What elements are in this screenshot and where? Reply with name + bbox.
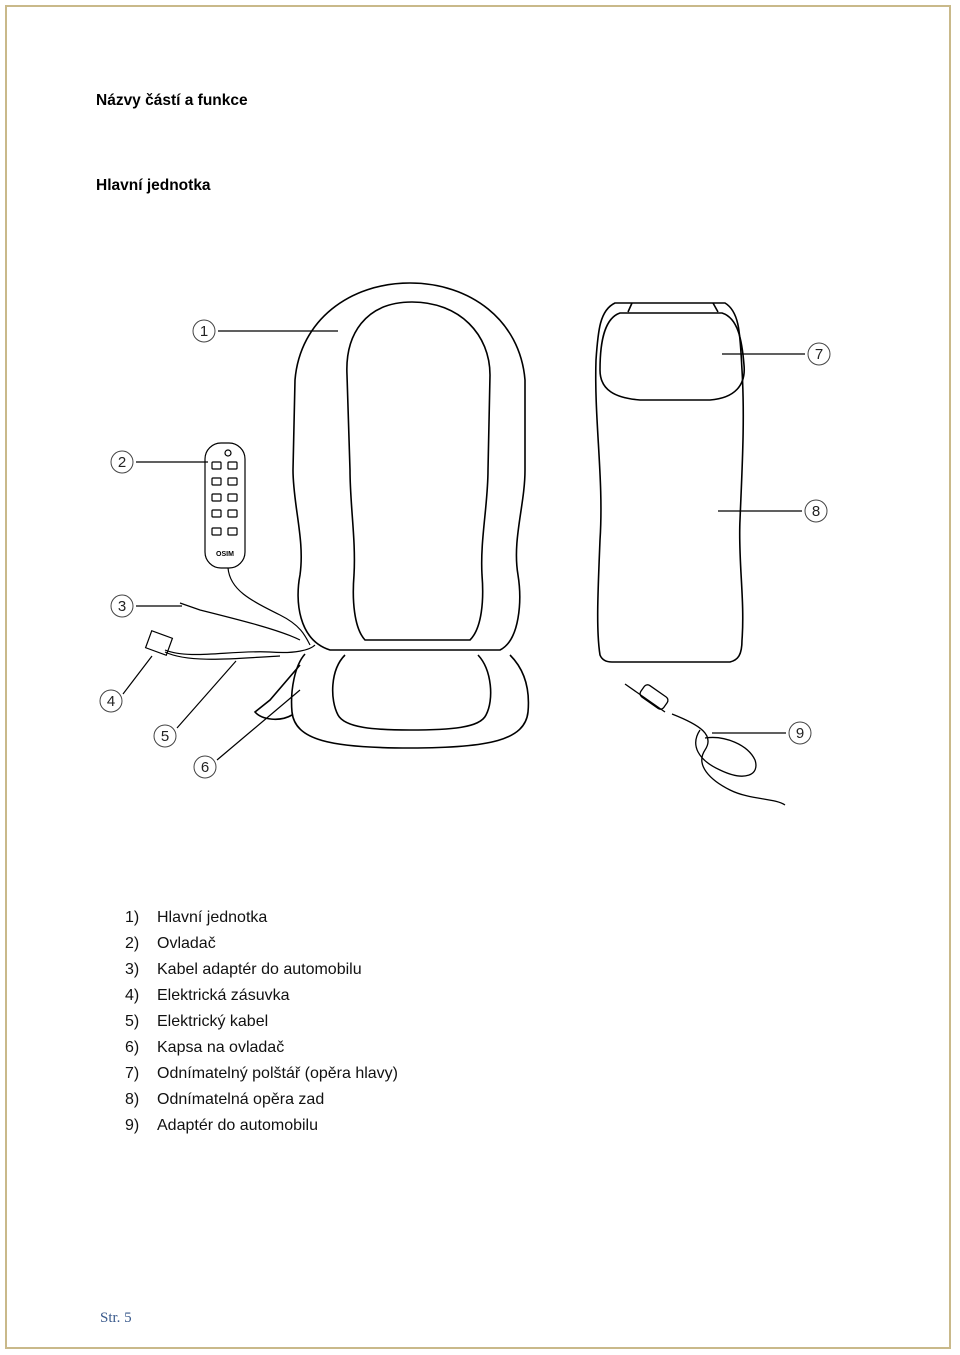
parts-list: 1)Hlavní jednotka 2)Ovladač 3)Kabel adap…	[125, 905, 398, 1139]
list-item: 7)Odnímatelný polštář (opěra hlavy)	[125, 1065, 398, 1082]
page-title: Názvy částí a funkce	[96, 92, 248, 109]
car-adapter-illustration	[624, 683, 786, 806]
remote-brand: OSIM	[216, 551, 234, 558]
callout-4: 4	[99, 655, 153, 713]
svg-text:6: 6	[201, 759, 209, 776]
list-item: 4)Elektrická zásuvka	[125, 987, 290, 1004]
svg-text:5: 5	[161, 728, 169, 745]
list-item: 3)Kabel adaptér do automobilu	[125, 961, 362, 978]
list-item: 5)Elektrický kabel	[125, 1013, 269, 1030]
svg-text:2: 2	[118, 454, 126, 471]
callout-3: 3	[110, 594, 182, 618]
svg-text:7: 7	[815, 346, 823, 363]
list-item: 9)Adaptér do automobilu	[125, 1117, 318, 1134]
callout-9: 9	[712, 721, 812, 745]
svg-text:1: 1	[200, 323, 208, 340]
remote-control-illustration: OSIM	[204, 442, 246, 569]
list-item: 8)Odnímatelná opěra zad	[125, 1091, 325, 1108]
cables-illustration	[144, 567, 316, 660]
section-title: Hlavní jednotka	[96, 177, 211, 194]
page-number: Str. 5	[100, 1310, 132, 1326]
svg-text:3: 3	[118, 598, 126, 615]
list-item: 2)Ovladač	[125, 935, 216, 952]
callout-1: 1	[192, 319, 338, 343]
backrest-cover-illustration	[594, 302, 745, 663]
callout-2: 2	[110, 450, 208, 474]
callout-7: 7	[722, 342, 831, 366]
svg-text:9: 9	[796, 725, 804, 742]
callout-8: 8	[718, 499, 828, 523]
list-item: 6)Kapsa na ovladač	[125, 1039, 285, 1056]
page-border	[5, 5, 951, 1349]
svg-text:4: 4	[107, 693, 115, 710]
main-unit-illustration	[253, 282, 530, 749]
callout-6: 6	[193, 689, 301, 779]
list-item: 1)Hlavní jednotka	[125, 909, 268, 926]
callout-5: 5	[153, 660, 237, 748]
product-diagram: OSIM 1 2 3 4	[99, 282, 831, 806]
svg-text:8: 8	[812, 503, 820, 520]
